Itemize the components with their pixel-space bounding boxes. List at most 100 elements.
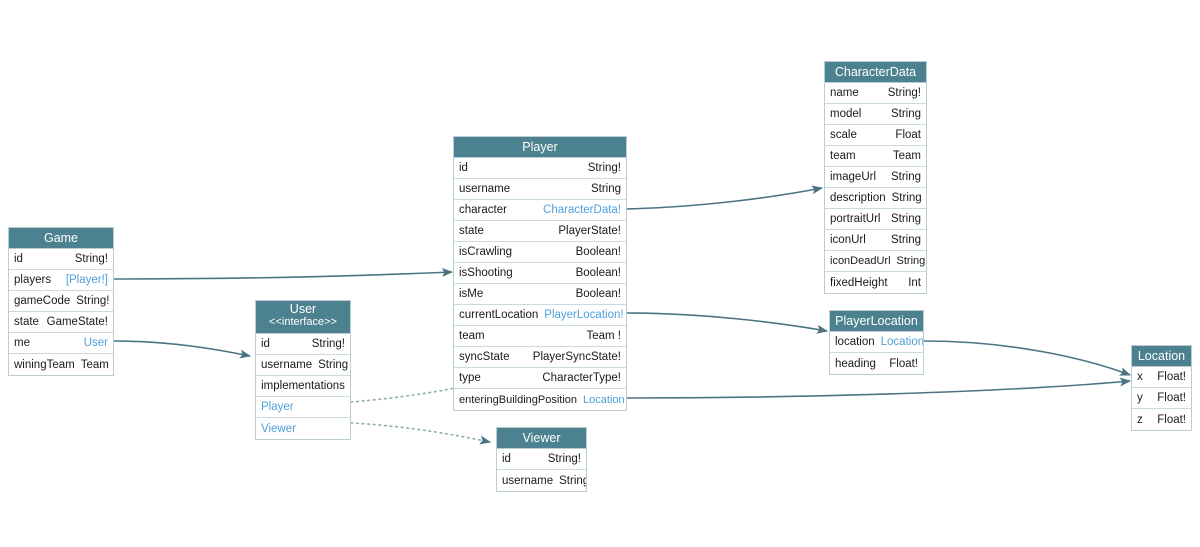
implementation-name[interactable]: Player (261, 401, 294, 413)
field-row[interactable]: scale Float (825, 125, 926, 146)
field-type[interactable]: Location! (880, 336, 923, 348)
field-name: id (459, 162, 468, 174)
field-type: String (890, 213, 921, 225)
field-row[interactable]: isShooting Boolean! (454, 263, 626, 284)
field-type: String! (74, 253, 108, 265)
field-name: players (14, 274, 52, 286)
implementation-name[interactable]: Viewer (261, 422, 296, 435)
field-type: Team ! (586, 330, 621, 342)
field-row[interactable]: players [Player!] (9, 270, 113, 291)
field-row[interactable]: winingTeam Team (9, 354, 113, 375)
field-row[interactable]: iconUrl String (825, 230, 926, 251)
implementations-label-row: implementations (256, 376, 350, 397)
field-name: id (502, 453, 511, 465)
field-type[interactable]: Location (583, 393, 625, 406)
entity-game[interactable]: Game id String! players [Player!] gameCo… (8, 227, 114, 376)
entity-user[interactable]: User <<interface>> id String! username S… (255, 300, 351, 440)
field-type: String! (547, 453, 581, 465)
field-type: Float! (1157, 392, 1186, 404)
field-row[interactable]: id String! (454, 158, 626, 179)
field-type: String (590, 183, 621, 195)
field-row[interactable]: fixedHeight Int (825, 272, 926, 293)
field-row[interactable]: id String! (497, 449, 586, 470)
field-type: String! (76, 295, 110, 307)
field-name: name (830, 87, 859, 99)
entity-user-stereotype: <<interface>> (269, 316, 337, 329)
field-row[interactable]: syncState PlayerSyncState! (454, 347, 626, 368)
field-type: Float! (1157, 371, 1186, 383)
field-type[interactable]: PlayerLocation! (544, 309, 624, 321)
field-row[interactable]: currentLocation PlayerLocation! (454, 305, 626, 326)
field-name: imageUrl (830, 171, 877, 183)
field-row[interactable]: y Float! (1132, 388, 1191, 409)
field-type[interactable]: [Player!] (65, 274, 108, 286)
field-row[interactable]: character CharacterData! (454, 200, 626, 221)
entity-playerlocation[interactable]: PlayerLocation location Location! headin… (829, 310, 924, 375)
entity-viewer[interactable]: Viewer id String! username String (496, 427, 587, 492)
field-row[interactable]: isMe Boolean! (454, 284, 626, 305)
edge-player-character-to-characterdata (626, 185, 824, 210)
field-name: syncState (459, 351, 510, 363)
entity-characterdata[interactable]: CharacterData name String! model String … (824, 61, 927, 294)
field-row[interactable]: username String (497, 470, 586, 491)
field-row[interactable]: enteringBuildingPosition Location (454, 389, 626, 410)
field-name: scale (830, 129, 857, 141)
field-name: type (459, 372, 481, 384)
field-row[interactable]: model String (825, 104, 926, 125)
field-row[interactable]: type CharacterType! (454, 368, 626, 389)
field-row[interactable]: gameCode String! (9, 291, 113, 312)
field-type: CharacterType! (542, 372, 621, 384)
edge-player-enteringbuildingposition-to-location (626, 377, 1132, 399)
field-name: me (14, 337, 30, 349)
field-row[interactable]: isCrawling Boolean! (454, 242, 626, 263)
field-name: currentLocation (459, 309, 539, 321)
edge-playerlocation-location-to-location (923, 340, 1132, 376)
field-type[interactable]: CharacterData! (543, 204, 621, 216)
field-name: state (14, 316, 39, 328)
edge-user-implements-viewer (350, 422, 492, 445)
field-row[interactable]: me User (9, 333, 113, 354)
field-row[interactable]: state GameState! (9, 312, 113, 333)
field-row[interactable]: id String! (9, 249, 113, 270)
field-row[interactable]: team Team ! (454, 326, 626, 347)
field-type: Float! (1157, 413, 1186, 426)
edge-game-players-to-player (113, 267, 454, 280)
implementations-label: implementations (261, 380, 345, 392)
field-row[interactable]: username String (454, 179, 626, 200)
entity-location-title: Location (1132, 346, 1191, 367)
field-row[interactable]: x Float! (1132, 367, 1191, 388)
implementation-row[interactable]: Viewer (256, 418, 350, 439)
field-row[interactable]: username String (256, 355, 350, 376)
entity-user-name: User (289, 302, 317, 316)
field-row[interactable]: location Location! (830, 332, 923, 353)
field-type: String (318, 359, 349, 371)
field-name: description (830, 192, 886, 204)
field-row[interactable]: id String! (256, 334, 350, 355)
field-row[interactable]: description String (825, 188, 926, 209)
field-row[interactable]: heading Float! (830, 353, 923, 374)
entity-characterdata-title: CharacterData (825, 62, 926, 83)
field-type: Team (80, 358, 109, 371)
field-row[interactable]: z Float! (1132, 409, 1191, 430)
field-name: iconUrl (830, 234, 866, 246)
field-type[interactable]: User (83, 337, 108, 349)
edge-user-implements-player (350, 387, 456, 403)
entity-user-title: User <<interface>> (256, 301, 350, 334)
field-name: isMe (459, 288, 484, 300)
entity-location[interactable]: Location x Float! y Float! z Float! (1131, 345, 1192, 431)
field-type: String (890, 234, 921, 246)
field-name: portraitUrl (830, 213, 881, 225)
field-type: Int (908, 276, 921, 289)
field-type: PlayerSyncState! (532, 351, 621, 363)
entity-player[interactable]: Player id String! username String charac… (453, 136, 627, 411)
field-row[interactable]: team Team (825, 146, 926, 167)
field-row[interactable]: state PlayerState! (454, 221, 626, 242)
field-row[interactable]: imageUrl String (825, 167, 926, 188)
field-row[interactable]: iconDeadUrl String (825, 251, 926, 272)
entity-game-title: Game (9, 228, 113, 249)
field-row[interactable]: name String! (825, 83, 926, 104)
field-name: location (835, 336, 875, 348)
implementation-row[interactable]: Player (256, 397, 350, 418)
field-row[interactable]: portraitUrl String (825, 209, 926, 230)
